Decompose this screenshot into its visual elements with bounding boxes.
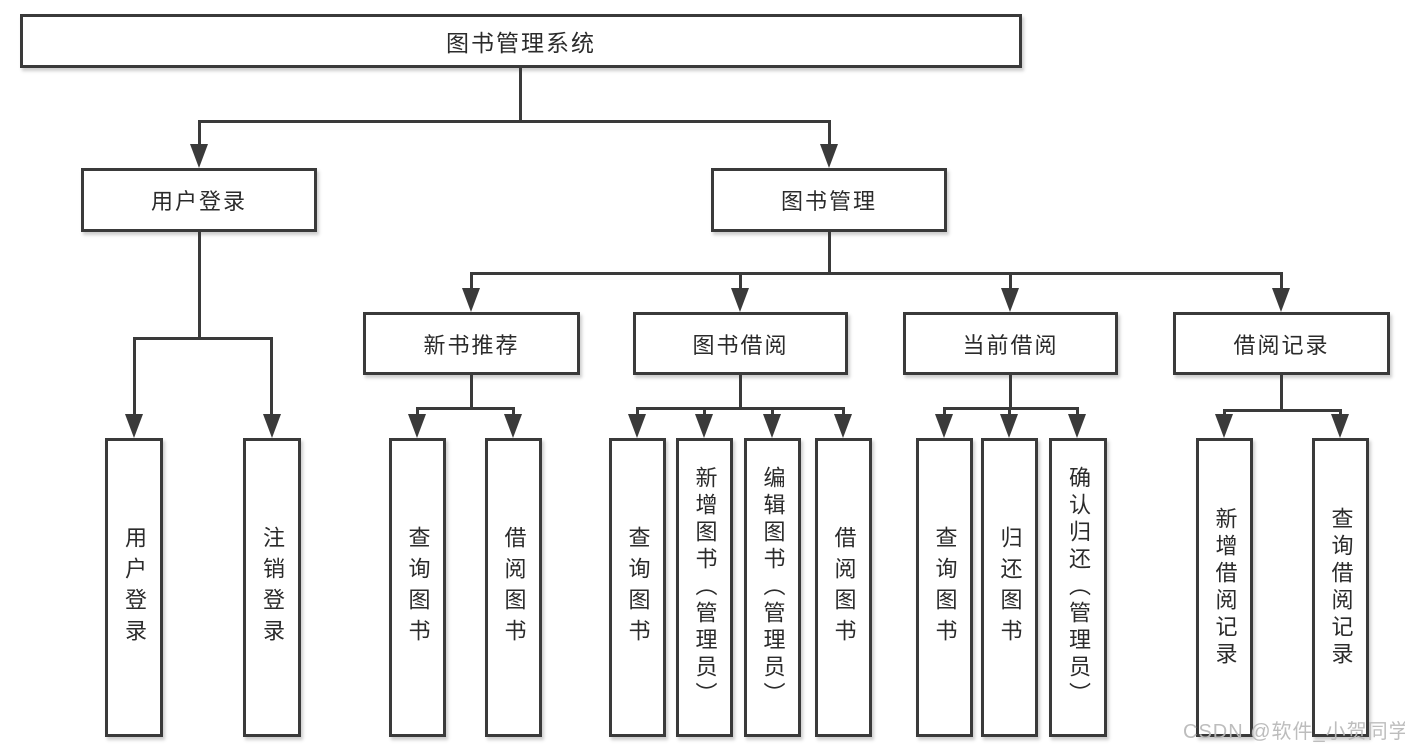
connector-line <box>470 272 1282 275</box>
leaf-query-borrow-record: 查询借阅记录 <box>1312 438 1369 737</box>
connector-line <box>1009 272 1012 288</box>
node-book-management: 图书管理 <box>711 168 947 232</box>
leaf-logout: 注销登录 <box>243 438 301 737</box>
arrowhead-icon <box>1331 414 1349 438</box>
connector-line <box>1009 375 1012 407</box>
arrowhead-icon <box>1000 414 1018 438</box>
connector-line <box>842 407 845 416</box>
leaf-query-books-recommend: 查询图书 <box>389 438 446 737</box>
arrowhead-icon <box>1001 288 1019 312</box>
arrowhead-icon <box>695 414 713 438</box>
connector-line <box>828 120 831 146</box>
leaf-borrow-books-recommend: 借阅图书 <box>485 438 542 737</box>
leaf-return-books: 归还图书 <box>981 438 1038 737</box>
connector-line <box>828 232 831 272</box>
node-user-login: 用户登录 <box>81 168 317 232</box>
arrowhead-icon <box>763 414 781 438</box>
connector-line <box>1280 375 1283 409</box>
arrowhead-icon <box>125 414 143 438</box>
connector-line <box>703 407 706 416</box>
leaf-query-books-borrowing: 查询图书 <box>609 438 666 737</box>
connector-line <box>270 337 273 414</box>
arrowhead-icon <box>731 288 749 312</box>
arrowhead-icon <box>834 414 852 438</box>
leaf-user-login: 用户登录 <box>105 438 163 737</box>
arrowhead-icon <box>1215 414 1233 438</box>
connector-line <box>771 407 774 416</box>
connector-line <box>1339 409 1342 416</box>
connector-line <box>1076 407 1079 416</box>
connector-line <box>519 68 522 121</box>
arrowhead-icon <box>190 144 208 168</box>
leaf-add-books-admin: 新增图书（管理员） <box>676 438 733 737</box>
connector-line <box>1223 409 1341 412</box>
node-library-management-system: 图书管理系统 <box>20 14 1022 68</box>
connector-line <box>636 407 844 410</box>
connector-line <box>470 375 473 407</box>
node-new-book-recommend: 新书推荐 <box>363 312 580 375</box>
connector-line <box>416 407 514 410</box>
arrowhead-icon <box>462 288 480 312</box>
arrowhead-icon <box>1272 288 1290 312</box>
leaf-borrow-books: 借阅图书 <box>815 438 872 737</box>
arrowhead-icon <box>820 144 838 168</box>
connector-line <box>133 337 272 340</box>
arrowhead-icon <box>628 414 646 438</box>
leaf-edit-books-admin: 编辑图书（管理员） <box>744 438 801 737</box>
connector-line <box>470 272 473 288</box>
connector-line <box>416 407 419 416</box>
node-current-borrowing: 当前借阅 <box>903 312 1118 375</box>
connector-line <box>512 407 515 416</box>
arrowhead-icon <box>935 414 953 438</box>
connector-line <box>198 120 201 146</box>
leaf-add-borrow-record: 新增借阅记录 <box>1196 438 1253 737</box>
connector-line <box>739 272 742 288</box>
connector-line <box>943 407 946 416</box>
connector-line <box>133 337 136 414</box>
connector-line <box>1223 409 1226 416</box>
connector-line <box>198 120 831 123</box>
node-book-borrowing: 图书借阅 <box>633 312 848 375</box>
csdn-watermark: CSDN @软件_小贺同学 <box>1183 721 1405 743</box>
connector-line <box>1008 407 1011 416</box>
connector-line <box>1280 272 1283 288</box>
connector-line <box>636 407 639 416</box>
node-borrow-records: 借阅记录 <box>1173 312 1390 375</box>
leaf-query-books-current: 查询图书 <box>916 438 973 737</box>
arrowhead-icon <box>1068 414 1086 438</box>
connector-line <box>198 232 201 337</box>
arrowhead-icon <box>504 414 522 438</box>
leaf-confirm-return-admin: 确认归还（管理员） <box>1049 438 1107 737</box>
arrowhead-icon <box>408 414 426 438</box>
connector-line <box>739 375 742 407</box>
arrowhead-icon <box>263 414 281 438</box>
